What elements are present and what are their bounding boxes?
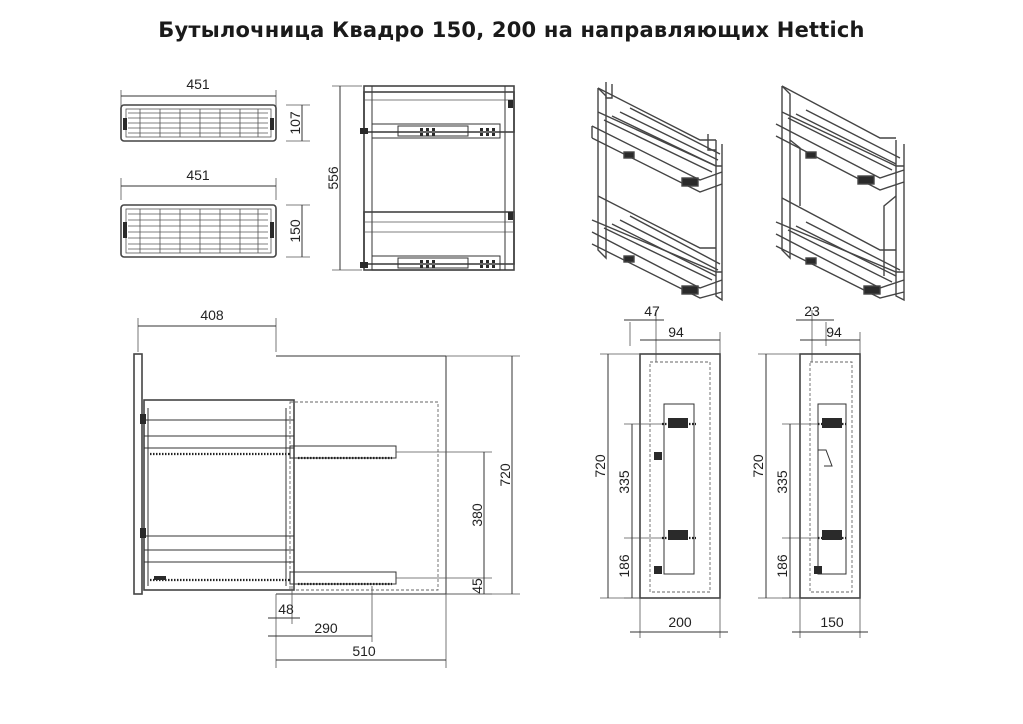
dim-cabinet-height: 720	[497, 463, 513, 487]
dim-front150-width: 150	[820, 614, 844, 630]
dim-front150-offset: 23	[804, 303, 820, 319]
dim-top-basket-width: 451	[186, 76, 210, 92]
dim-front200-height: 720	[592, 454, 608, 478]
dim-bottom-basket-height: 150	[287, 219, 303, 243]
dim-front150-inner: 94	[826, 324, 842, 340]
isometric-200	[591, 82, 723, 302]
dim-cabinet-depth: 510	[352, 643, 376, 659]
dim-front200-width: 200	[668, 614, 692, 630]
dim-rail-spacing: 380	[469, 503, 485, 527]
dim-front200-inner: 94	[668, 324, 684, 340]
dim-front200-upper: 335	[616, 470, 632, 494]
dim-front-offset: 48	[278, 601, 294, 617]
dim-rail-length: 290	[314, 620, 338, 636]
dim-bottom-basket-width: 451	[186, 167, 210, 183]
dim-side-height: 556	[325, 166, 341, 190]
dim-front200-offset: 47	[644, 303, 660, 319]
bottom-basket-view: 451 150	[120, 167, 310, 258]
dim-bottom-offset: 45	[469, 578, 485, 594]
side-view: 556	[325, 85, 515, 271]
dim-depth-top: 408	[200, 307, 224, 323]
front-view-150: 23 94 720 335 186 150	[750, 303, 868, 638]
dim-front150-upper: 335	[774, 470, 790, 494]
dim-front150-lower: 186	[774, 554, 790, 578]
page-title: Бутылочница Квадро 150, 200 на направляю…	[158, 18, 865, 42]
dim-front200-lower: 186	[616, 554, 632, 578]
isometric-150	[775, 85, 905, 302]
cabinet-section-view: 408 720 380 45	[133, 307, 520, 668]
top-basket-view: 451 107	[120, 76, 310, 142]
dim-top-basket-height: 107	[287, 111, 303, 135]
dim-front150-height: 720	[750, 454, 766, 478]
front-view-200: 47 94 720 335 186 200	[592, 303, 728, 638]
